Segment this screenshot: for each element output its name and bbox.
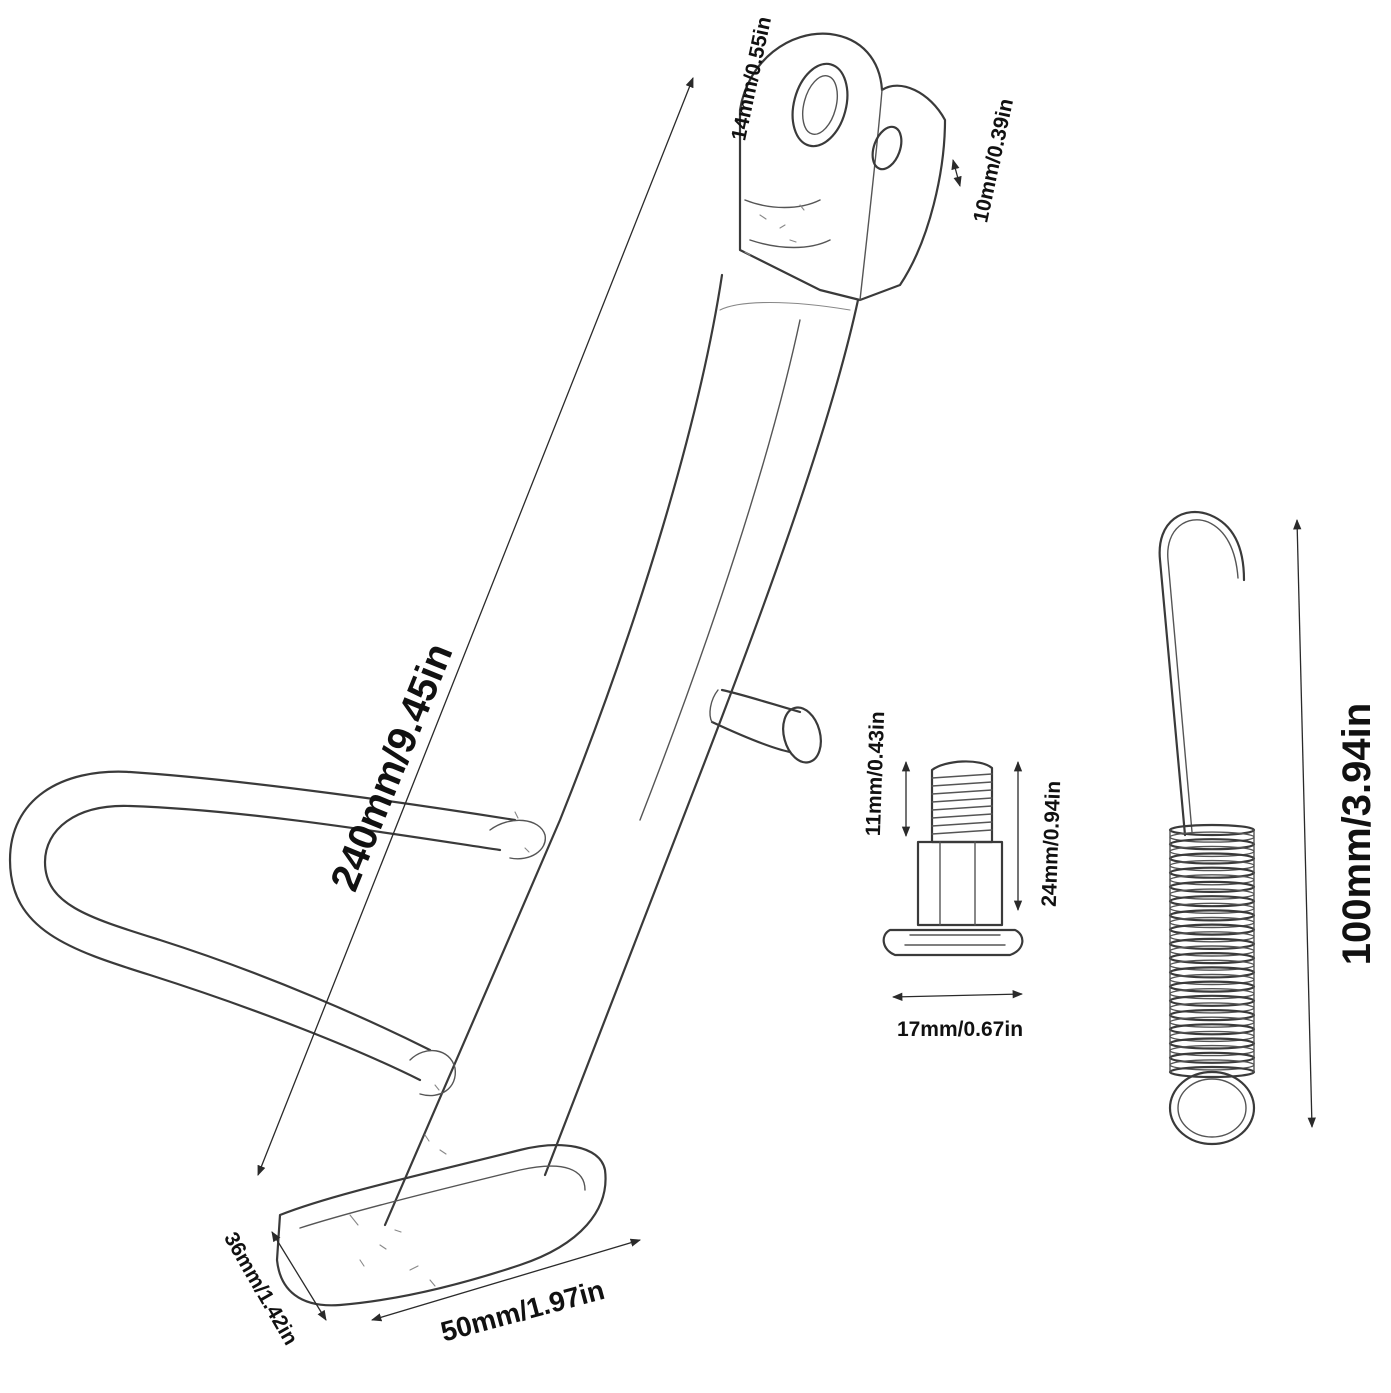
bolt-shoulder: [916, 840, 1004, 927]
dim-line-foot-depth: [271, 1231, 327, 1321]
kickstand-leg: [383, 273, 860, 1227]
label-bolt-head: 17mm/0.67in: [897, 1018, 1023, 1041]
dim-line-spring-length: [1293, 518, 1316, 1129]
spring-hook-top: [1158, 510, 1246, 837]
spring-illustration: [1158, 510, 1256, 1146]
spring-loop-bottom: [1168, 1070, 1256, 1146]
kickstand-base-plate: [275, 1134, 607, 1307]
spring-coil: [1168, 823, 1256, 1079]
label-bolt-thread: 11mm/0.43in: [862, 711, 889, 837]
bolt-dimensions: [891, 760, 1024, 1001]
spring-dimensions: [1293, 518, 1316, 1129]
label-top-width: 14mm/0.55in: [727, 15, 776, 143]
dim-line-foot-width: [371, 1238, 641, 1322]
pivot-hole-large: [791, 62, 849, 148]
kickstand-dimensions: [257, 77, 962, 1322]
label-bolt-length: 24mm/0.94in: [1038, 780, 1065, 907]
bolt-head: [882, 928, 1024, 957]
kickstand-foot-lever: [8, 770, 546, 1097]
kickstand-clevis: [738, 32, 947, 302]
spring-coil-outline: [1169, 829, 1255, 1073]
label-spring-length: 100mm/3.94in: [1335, 703, 1379, 965]
bolt-illustration: [882, 760, 1024, 957]
label-foot-depth: 36mm/1.42in: [219, 1228, 302, 1349]
bolt-thread: [930, 760, 994, 844]
label-length: 240mm/9.45in: [322, 637, 461, 897]
dim-line-length: [257, 77, 694, 1176]
kickstand-illustration: [8, 32, 947, 1307]
label-hole: 10mm/0.39in: [969, 97, 1018, 225]
dim-line-bolt-head: [891, 990, 1024, 1001]
pivot-hole-small: [871, 125, 903, 171]
dim-line-hole: [951, 158, 962, 188]
label-foot-width: 50mm/1.97in: [437, 1274, 607, 1347]
kickstand-spring-peg: [709, 688, 822, 764]
dimension-labels: 240mm/9.45in 14mm/0.55in 10mm/0.39in 50m…: [219, 15, 1379, 1349]
